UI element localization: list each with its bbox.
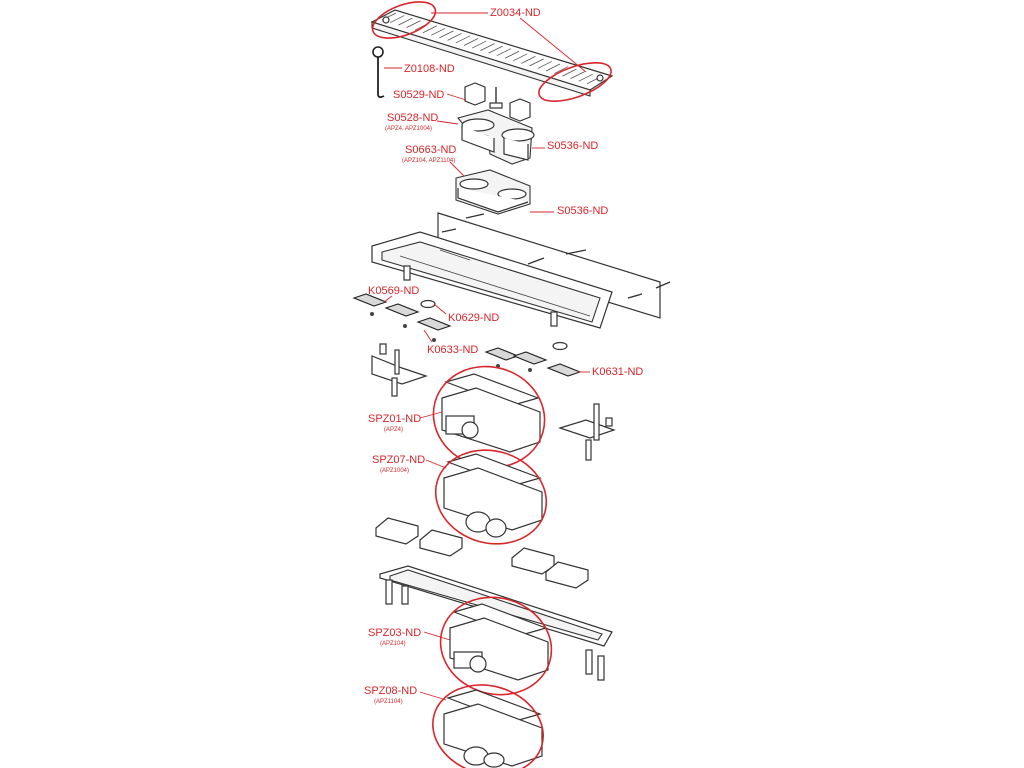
grate-slot	[472, 40, 487, 49]
grate-slot	[529, 58, 544, 67]
foot-assembly-left	[371, 343, 428, 397]
siphon-body-spz08	[443, 689, 543, 768]
label-s0536-upper: S0536-ND	[547, 140, 598, 152]
foot-assembly-right	[558, 403, 616, 461]
grate-slot	[570, 71, 585, 80]
grate-slot	[578, 73, 593, 82]
clips-s0529	[464, 82, 531, 122]
mounting-brackets-k	[352, 293, 582, 377]
siphon-body-spz07	[443, 453, 543, 538]
spz08-highlight	[432, 684, 544, 768]
label-spz07: SPZ07-ND	[372, 454, 425, 466]
sublabel-spz08: (APZ1104)	[374, 699, 403, 705]
spz07-highlight	[434, 449, 548, 545]
grate-slot	[504, 50, 520, 59]
lift-hook-z0108	[372, 46, 385, 99]
label-s0529: S0529-ND	[393, 89, 444, 101]
grate-slot	[562, 68, 577, 77]
siphon-body-spz03	[449, 603, 549, 681]
grate-slot	[439, 30, 454, 39]
label-spz08: SPZ08-ND	[364, 685, 417, 697]
grate-slot	[537, 61, 552, 69]
support-brackets-pair	[375, 517, 589, 589]
grate-end-highlight-right	[538, 62, 612, 102]
grate-slot	[545, 63, 561, 72]
sublabel-s0663: (APZ104, APZ1104)	[402, 158, 455, 164]
label-s0528: S0528-ND	[387, 112, 438, 124]
sublabel-s0528: (APZ4, APZ1004)	[385, 126, 432, 132]
drain-channel-lower	[379, 565, 613, 681]
grate-slot	[513, 53, 528, 62]
label-k0633: K0633-ND	[427, 344, 478, 356]
label-z0034: Z0034-ND	[490, 7, 541, 19]
siphon-body-spz01	[441, 373, 541, 453]
label-k0631: K0631-ND	[592, 366, 643, 378]
grate-slot	[431, 27, 446, 36]
label-s0663: S0663-ND	[405, 144, 456, 156]
grate-slot	[398, 17, 413, 26]
label-spz03: SPZ03-ND	[368, 627, 421, 639]
grate-slot	[521, 55, 536, 64]
grate-z0034	[370, 9, 614, 97]
label-s0536-lower: S0536-ND	[557, 205, 608, 217]
sublabel-spz03: (APZ104)	[380, 641, 406, 647]
grate-slot	[447, 33, 462, 41]
grate-slot	[422, 25, 438, 34]
drain-channel-upper	[371, 212, 671, 329]
sublabel-spz01: (APZ4)	[384, 427, 403, 433]
sublabel-spz07: (APZ1004)	[380, 468, 409, 474]
grate-slot	[480, 43, 495, 51]
grate-slot	[554, 66, 569, 74]
siphon-insert-s0663	[455, 169, 531, 215]
label-k0629: K0629-ND	[448, 312, 499, 324]
label-z0108: Z0108-ND	[404, 63, 455, 75]
label-k0569: K0569-ND	[368, 285, 419, 297]
grate-slot	[406, 20, 421, 29]
grate-slot	[390, 15, 405, 23]
grate-slot	[463, 38, 479, 46]
siphon-insert-s0528	[457, 109, 535, 165]
grate-slot	[496, 48, 511, 57]
grate-end-highlight-left	[371, 1, 437, 39]
grate-slot	[488, 45, 503, 54]
label-spz01: SPZ01-ND	[368, 413, 421, 425]
grate-slot	[455, 35, 470, 44]
